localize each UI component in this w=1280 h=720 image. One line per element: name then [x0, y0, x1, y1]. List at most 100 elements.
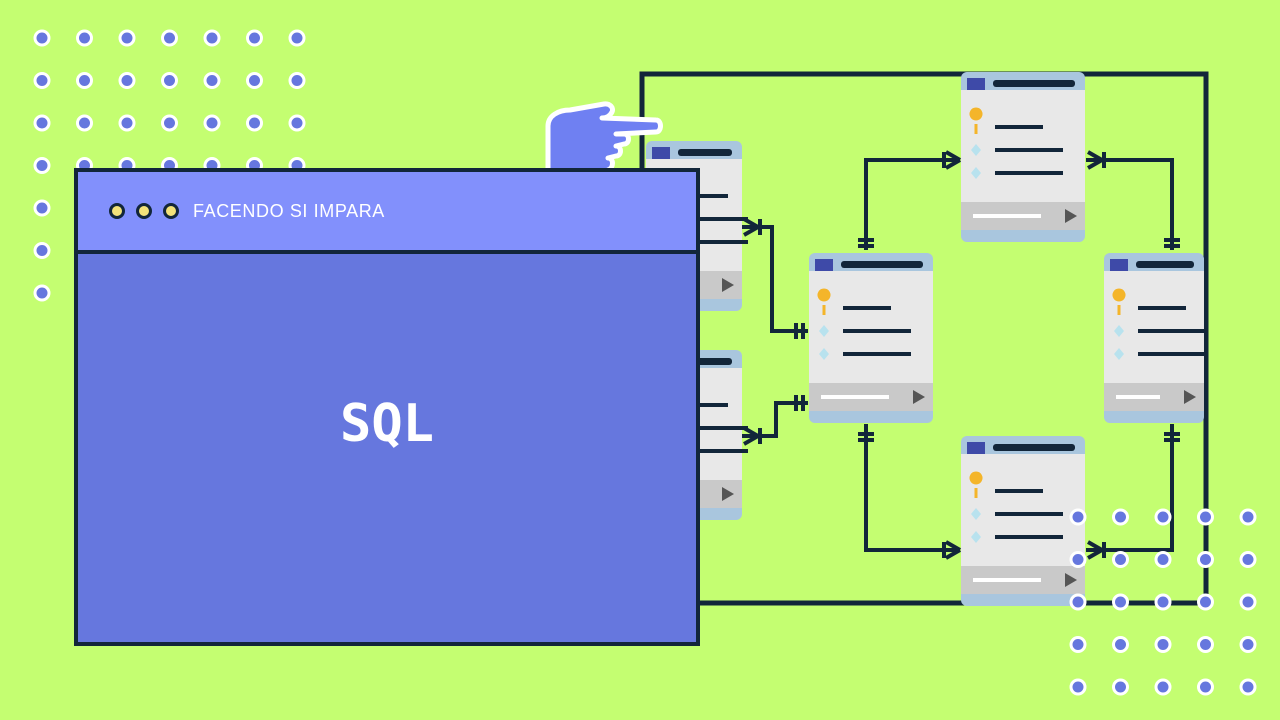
- decor-dot: [1197, 551, 1214, 568]
- page-heading: SQL: [340, 394, 434, 454]
- cardinality-mark: [1087, 150, 1103, 162]
- cardinality-mark: [945, 540, 961, 552]
- decor-dot: [1154, 508, 1172, 526]
- decor-dot: [33, 284, 51, 302]
- decor-dot: [288, 72, 306, 89]
- pointing-hand-icon: [545, 101, 663, 183]
- decor-dot: [1069, 508, 1087, 526]
- connector-line: [1086, 424, 1174, 552]
- cardinality-mark: [743, 434, 759, 446]
- window-control-dot[interactable]: [163, 203, 179, 219]
- decor-dot: [1112, 678, 1129, 696]
- cardinality-mark: [945, 158, 961, 170]
- play-icon: [913, 390, 925, 404]
- table-header-icon: [967, 78, 985, 90]
- diamond-icon: [971, 508, 981, 520]
- brand-label: FACENDO SI IMPARA: [193, 200, 385, 221]
- browser-window: FACENDO SI IMPARA SQL: [74, 168, 700, 646]
- decor-dot: [246, 72, 263, 89]
- decor-dot: [246, 114, 263, 132]
- play-icon: [722, 278, 734, 292]
- decor-dot: [1239, 678, 1257, 696]
- table-header-icon: [652, 147, 670, 159]
- diamond-icon: [971, 531, 981, 543]
- window-titlebar: FACENDO SI IMPARA: [78, 172, 696, 254]
- connector-line: [864, 424, 960, 552]
- window-body: SQL: [78, 254, 696, 642]
- decor-dot: [288, 114, 306, 132]
- decor-dot: [76, 29, 93, 47]
- connector-line: [864, 158, 960, 250]
- decor-dot: [1239, 636, 1257, 653]
- decor-dot: [1154, 593, 1172, 611]
- cardinality-mark: [945, 548, 961, 560]
- play-icon: [1065, 573, 1077, 587]
- decor-dot: [33, 72, 51, 89]
- diamond-icon: [819, 325, 829, 337]
- key-icon: [969, 107, 983, 134]
- decor-dot: [33, 199, 51, 217]
- decor-dot: [1239, 508, 1257, 526]
- decor-dot: [33, 114, 51, 132]
- decor-dot: [288, 29, 306, 47]
- dot-grid-bottom-right: [1069, 508, 1257, 696]
- key-icon: [969, 471, 983, 498]
- table-header-icon: [967, 442, 985, 454]
- decor-dot: [203, 72, 221, 89]
- decor-dot: [1112, 593, 1129, 611]
- decor-dot: [203, 29, 221, 47]
- decor-dot: [118, 114, 136, 132]
- decor-dot: [76, 72, 93, 89]
- play-icon: [722, 487, 734, 501]
- decor-dot: [1197, 593, 1214, 611]
- diamond-icon: [1114, 325, 1124, 337]
- decor-dot: [1112, 636, 1129, 653]
- decor-dot: [1154, 678, 1172, 696]
- diamond-icon: [819, 348, 829, 360]
- key-icon: [1112, 288, 1126, 315]
- decor-dot: [1069, 636, 1087, 653]
- decor-dot: [118, 72, 136, 89]
- cardinality-mark: [1087, 548, 1103, 560]
- decor-dot: [161, 72, 178, 89]
- decor-dot: [33, 242, 51, 259]
- decor-dot: [1069, 678, 1087, 696]
- play-icon: [1065, 209, 1077, 223]
- diamond-icon: [971, 144, 981, 156]
- decor-dot: [203, 114, 221, 132]
- decor-dot: [1112, 508, 1129, 526]
- decor-dot: [1239, 593, 1257, 611]
- decor-dot: [33, 157, 51, 174]
- table-card: [809, 253, 933, 423]
- decor-dot: [1197, 508, 1214, 526]
- decor-dot: [161, 29, 178, 47]
- decor-dot: [161, 114, 178, 132]
- connector-line: [1086, 158, 1174, 250]
- table-card: [961, 436, 1085, 606]
- cardinality-mark: [1087, 158, 1103, 170]
- decor-dot: [1197, 636, 1214, 653]
- decor-dot: [76, 114, 93, 132]
- decor-dot: [1112, 551, 1129, 568]
- decor-dot: [1197, 678, 1214, 696]
- diamond-icon: [971, 167, 981, 179]
- table-card: [961, 72, 1085, 242]
- key-icon: [817, 288, 831, 315]
- decor-dot: [118, 29, 136, 47]
- window-control-dot[interactable]: [109, 203, 125, 219]
- cardinality-mark: [945, 150, 961, 162]
- cardinality-mark: [743, 225, 759, 237]
- decor-dot: [1154, 636, 1172, 653]
- table-header-icon: [815, 259, 833, 271]
- relationship-lines: [700, 150, 1180, 560]
- table-card: [1104, 253, 1206, 423]
- table-header-icon: [1110, 259, 1128, 271]
- play-icon: [1184, 390, 1196, 404]
- diamond-icon: [1114, 348, 1124, 360]
- decor-dot: [246, 29, 263, 47]
- decor-dot: [33, 29, 51, 47]
- decor-dot: [1069, 551, 1087, 568]
- window-control-dot[interactable]: [136, 203, 152, 219]
- cardinality-mark: [1087, 540, 1103, 552]
- decor-dot: [1154, 551, 1172, 568]
